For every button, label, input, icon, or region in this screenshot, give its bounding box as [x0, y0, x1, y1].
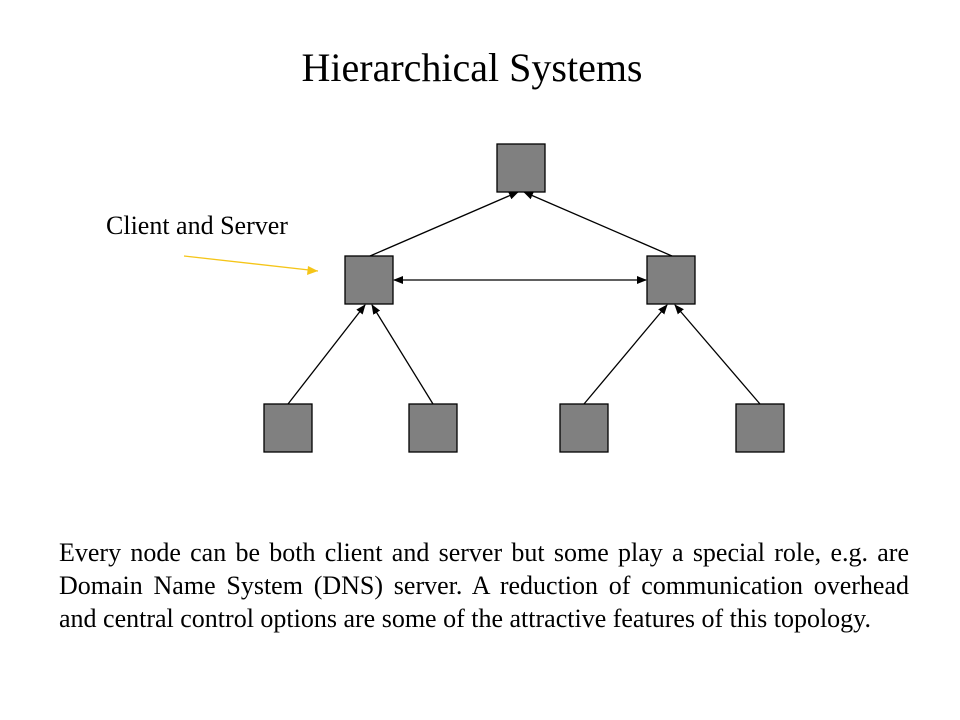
- leaf-node-2: [408, 403, 458, 453]
- client-server-label: Client and Server: [106, 211, 288, 240]
- intermediate-node-left: [344, 255, 394, 305]
- leaf-node-1: [263, 403, 313, 453]
- edge-leaf1-to-left: [287, 304, 366, 405]
- callout-pointer-head: [307, 266, 318, 275]
- leaf-node-3: [559, 403, 609, 453]
- edge-leaf4-to-right: [674, 304, 761, 405]
- edge-right-to-root: [523, 191, 673, 257]
- description-paragraph: Every node can be both client and server…: [59, 538, 909, 633]
- edge-left-to-root: [369, 191, 519, 257]
- intermediate-node-right: [646, 255, 696, 305]
- slide-title: Hierarchical Systems: [301, 45, 643, 90]
- callout-pointer: [183, 255, 319, 272]
- edge-leaf2-to-left: [371, 304, 434, 405]
- leaf-node-4: [735, 403, 785, 453]
- root-node: [496, 143, 546, 193]
- edge-leaf3-to-right: [583, 304, 668, 405]
